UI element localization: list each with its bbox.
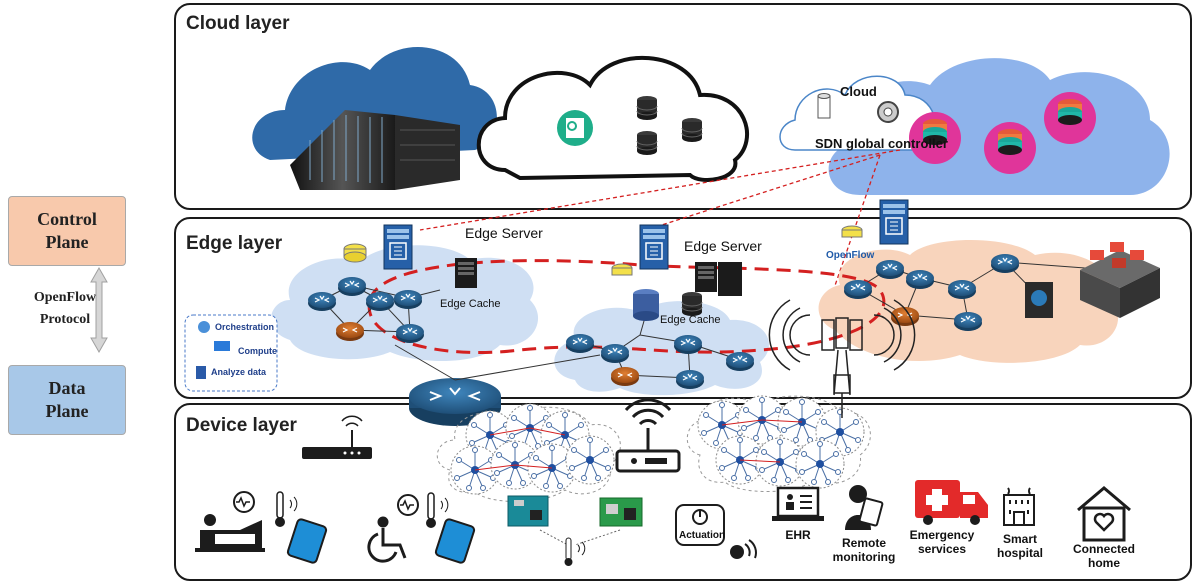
datacenter-cloud <box>252 47 497 190</box>
connected-home-icon <box>1077 486 1131 542</box>
service-compute: Compute <box>238 346 277 356</box>
actuation-icon <box>675 504 725 546</box>
gateway-router-icon <box>409 378 501 426</box>
smartphone-icon-2 <box>434 518 476 564</box>
openflow-protocol-label-2: Protocol <box>39 312 91 327</box>
control-links <box>419 149 901 301</box>
edge-server-label-2: Edge Server <box>684 238 762 254</box>
raspberry-pi-icon <box>599 497 643 527</box>
bidirectional-arrow-icon <box>90 266 108 354</box>
thermometer-icon-2 <box>426 492 449 528</box>
server-cluster-icon <box>1080 242 1160 318</box>
ehr-icon <box>772 486 824 521</box>
wifi-router-left-icon <box>302 415 372 459</box>
edge-server-label-1: Edge Server <box>465 225 543 241</box>
openflow-protocol-label-1: OpenFlow <box>33 290 97 305</box>
sensor-thermometer-icon <box>539 529 621 566</box>
ambulance-icon <box>915 480 988 525</box>
edge-interconnect-loop <box>367 259 886 354</box>
app-remote-monitoring: Remote monitoring <box>832 536 896 564</box>
app-emergency-services: Emergency services <box>909 528 975 556</box>
app-smart-hospital: Smart hospital <box>996 532 1043 560</box>
wheelchair-icon <box>367 494 419 563</box>
storage-cloud-icon <box>476 55 750 182</box>
remote-monitoring-icon <box>845 485 884 530</box>
control-plane-box: Control Plane <box>8 196 126 266</box>
smartphone-icon-1 <box>286 518 328 564</box>
edge-layer-title: Edge layer <box>186 233 283 254</box>
cloud-layer-title: Cloud layer <box>186 13 290 34</box>
cell-tower-icon <box>768 299 916 396</box>
data-plane-box: Data Plane <box>8 365 126 435</box>
sensor-cloud-right <box>686 395 871 492</box>
device-layer-title: Device layer <box>186 415 297 436</box>
edge-cache-label-2: Edge Cache <box>660 314 721 326</box>
data-plane-label: Data Plane <box>45 378 89 421</box>
service-analyze-data: Analyze data <box>211 367 267 377</box>
device-layer: Device layer <box>174 403 1192 581</box>
app-ehr: EHR <box>785 528 811 542</box>
control-plane-label: Control Plane <box>37 209 97 252</box>
sdn-cloud-title: Cloud <box>840 84 877 99</box>
sdn-controller-cloud <box>779 58 1170 196</box>
arduino-board-icon <box>507 495 549 527</box>
service-orchestration: Orchestration <box>215 322 275 332</box>
edge-cache-label-1: Edge Cache <box>440 298 501 310</box>
actuation-label: Actuation <box>679 530 726 541</box>
smart-hospital-icon <box>1003 487 1035 526</box>
openflow-label: OpenFlow <box>826 250 875 261</box>
patient-bed-icon <box>195 491 265 552</box>
thermometer-icon-1 <box>275 491 298 527</box>
sdn-global-controller-label: SDN global controller <box>815 136 948 151</box>
wifi-router-middle-icon <box>615 398 681 473</box>
edge-cloud-middle <box>554 301 769 396</box>
radio-signal-icon <box>730 539 757 559</box>
app-connected-home: Connected home <box>1072 542 1135 570</box>
